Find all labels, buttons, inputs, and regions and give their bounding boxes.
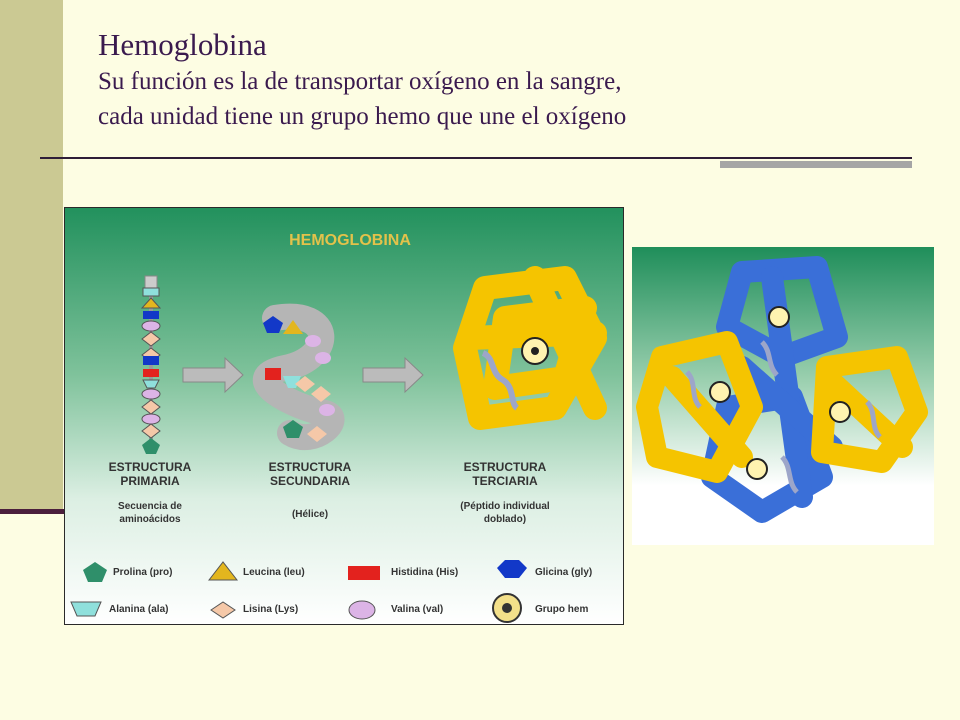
tertiary-label-line-1: ESTRUCTURA (463, 460, 547, 474)
primary-label-line-2: PRIMARIA (120, 474, 180, 488)
secondary-structure-desc: (Hélice) (250, 508, 370, 521)
primary-structure-desc: Secuencia de aminoácidos (95, 500, 205, 526)
slide-subtitle-line-2: cada unidad tiene un grupo hemo que une … (98, 103, 627, 130)
hemoglobin-tetramer-figure (632, 247, 934, 545)
gold-subunits-icon (636, 331, 928, 483)
secondary-label-line-1: ESTRUCTURA (268, 460, 352, 474)
primary-structure-label: ESTRUCTURA PRIMARIA (95, 460, 205, 488)
legend-alanina: Alanina (ala) (109, 604, 169, 615)
heme-group-icon (492, 593, 522, 623)
structure-diagram (140, 266, 607, 454)
trapezoid-icon (70, 601, 102, 617)
left-accent-bar (0, 0, 63, 510)
legend-glicina: Glicina (gly) (535, 567, 593, 578)
arrow-1-icon (182, 356, 244, 394)
tertiary-structure-desc: (Péptido individual doblado) (435, 500, 575, 526)
primary-desc-line-2: aminoácidos (119, 514, 181, 525)
legend-valina: Valina (val) (391, 604, 444, 615)
secondary-label-line-2: SECUNDARIA (269, 474, 350, 488)
primary-desc-line-1: Secuencia de (118, 501, 182, 512)
title-underline-accent (720, 161, 912, 168)
tertiary-heme-group-icon (521, 337, 549, 365)
slide-title: Hemoglobina (98, 27, 267, 62)
tertiary-structure-label: ESTRUCTURA TERCIARIA (435, 460, 575, 488)
primary-label-line-1: ESTRUCTURA (108, 460, 192, 474)
secondary-structure-label: ESTRUCTURA SECUNDARIA (250, 460, 370, 488)
pentagon-icon (83, 562, 107, 582)
hexagon-icon (497, 560, 527, 578)
title-underline (40, 157, 912, 159)
left-accent-base (0, 509, 66, 514)
figure-title: HEMOGLOBINA (289, 232, 411, 249)
tertiary-helix-icon (481, 350, 520, 411)
secondary-structure-helix-icon (253, 303, 345, 451)
rectangle-icon (348, 566, 380, 580)
legend-histidina: Histidina (His) (391, 567, 459, 578)
arrow-2-icon (362, 356, 424, 394)
tertiary-label-line-2: TERCIARIA (472, 474, 538, 488)
legend-icons (70, 560, 527, 623)
primary-structure-chain-icon (140, 275, 162, 454)
legend-lisina: Lisina (Lys) (243, 604, 299, 615)
legend-leucina: Leucina (leu) (243, 567, 305, 578)
tertiary-desc-line-2: doblado) (483, 514, 527, 525)
ellipse-icon (348, 600, 376, 620)
tetramer-heme-groups-icon (709, 306, 851, 480)
slide-subtitle-line-1: Su función es la de transportar oxígeno … (98, 68, 622, 95)
legend-grupo-hem: Grupo hem (535, 604, 589, 615)
diamond-icon (210, 601, 236, 619)
secondary-desc-line-1: (Hélice) (291, 509, 329, 520)
triangle-icon (207, 561, 239, 581)
slide-title-block: Hemoglobina Su función es la de transpor… (98, 26, 918, 134)
tertiary-structure-icon (453, 266, 607, 430)
legend-prolina: Prolina (pro) (113, 567, 173, 578)
tetramer-diagram (636, 256, 928, 523)
tertiary-desc-line-1: (Péptido individual (460, 501, 550, 512)
tetramer-helices-icon (685, 340, 882, 494)
hemoglobin-structure-figure: HEMOGLOBINA (64, 207, 624, 625)
